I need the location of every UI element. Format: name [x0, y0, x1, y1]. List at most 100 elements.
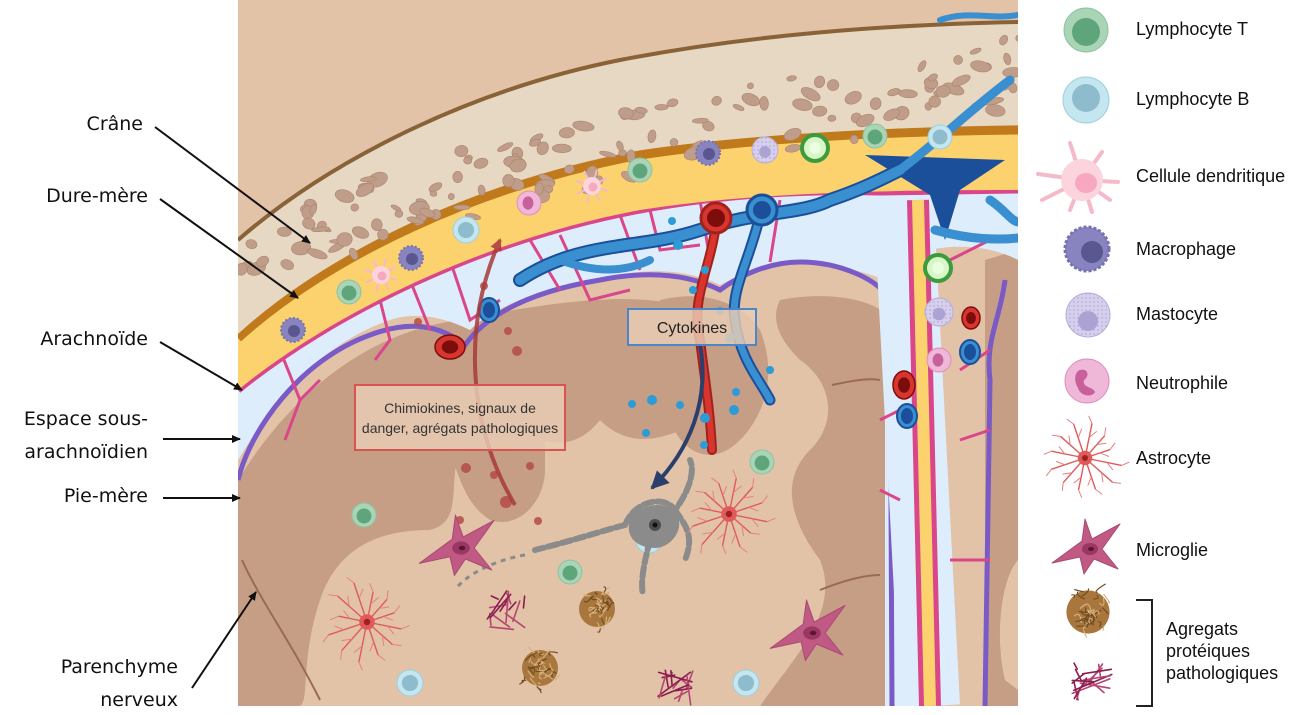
label-crane: Crâne — [87, 113, 143, 135]
vein-lumen — [753, 201, 771, 219]
cytokine-particle — [668, 217, 676, 225]
sulcus-line — [831, 378, 881, 386]
bone-spot — [429, 190, 438, 197]
bone-spot — [669, 138, 679, 147]
pointer-arachnoide — [159, 341, 243, 391]
t-lymphocyte — [627, 157, 653, 183]
cytokine-particle — [676, 401, 684, 409]
bone-spot — [454, 145, 469, 157]
astrocyte — [1043, 415, 1130, 498]
pointer-parenchyme — [191, 591, 257, 689]
bone-spot — [814, 75, 826, 88]
amyloid-aggregate — [519, 646, 561, 694]
mast-cell — [751, 136, 779, 164]
b-lymphocyte — [452, 216, 480, 244]
bone-spot — [350, 203, 359, 212]
chemokine-particle — [461, 463, 471, 473]
mast-cell-icon — [1065, 292, 1111, 338]
cytokines-label: Cytokines — [657, 320, 727, 337]
pia-mater — [238, 259, 895, 706]
bone-spot — [406, 216, 425, 225]
bone-spot — [1015, 34, 1018, 42]
legend-item-mastocyte: Mastocyte — [1065, 292, 1218, 338]
tau-aggregate — [486, 590, 526, 631]
bone-spot — [453, 204, 471, 211]
t-lymphocyte — [557, 559, 583, 585]
t-lymphocyte — [336, 279, 362, 305]
dendritic-cell — [575, 169, 609, 203]
legend-item-microglie: Microglie — [1051, 518, 1208, 575]
cytokine-arrow — [650, 344, 705, 490]
bridging-vein-lumen — [912, 199, 936, 706]
legend-background — [1018, 0, 1307, 715]
bone-spot — [349, 247, 359, 260]
cytokines-box — [627, 308, 757, 346]
bone-spot — [702, 120, 715, 132]
legend-label: Macrophage — [1136, 239, 1236, 259]
bone-spot — [245, 239, 258, 250]
gyrus-dark-left — [238, 299, 700, 706]
bone-spot — [792, 98, 813, 111]
legend-item-dendritic: Cellule dendritique — [1036, 141, 1285, 214]
legend-label: Lymphocyte T — [1136, 19, 1248, 39]
cytokine-particle — [766, 366, 774, 374]
bone-spot — [256, 255, 270, 267]
bone-spot — [280, 259, 294, 271]
microglia — [418, 514, 495, 576]
bone-spot — [311, 226, 330, 233]
bone-spot — [883, 108, 900, 121]
bone-spot — [711, 96, 722, 106]
cytokine-particle — [647, 395, 657, 405]
label-parenchyme-line2: nerveux — [100, 689, 178, 711]
bone-spot — [917, 60, 927, 73]
sulcus-line — [819, 574, 881, 591]
panel-bottom-edge — [238, 706, 1018, 715]
bone-spot — [360, 176, 377, 183]
astrocyte — [322, 576, 410, 671]
aggregates-line3: pathologiques — [1166, 663, 1278, 683]
bone-spot — [309, 203, 318, 216]
bone-spot — [1003, 52, 1012, 66]
label-parenchyme-line1: Parenchyme — [61, 656, 178, 678]
chemokine-particle — [414, 318, 422, 326]
bone-spot — [473, 157, 489, 169]
activated-t-lymphocyte — [923, 253, 953, 283]
dura-mater — [238, 130, 1018, 390]
cytokine-particle — [642, 429, 650, 437]
bone-spot — [887, 88, 901, 97]
bone-spot — [827, 79, 840, 91]
legend-item-astrocyte: Astrocyte — [1043, 415, 1211, 498]
chemokine-particle — [526, 462, 534, 470]
macrophage — [280, 317, 306, 343]
label-espace-line1: Espace sous- — [24, 408, 148, 430]
neutrophil — [516, 190, 542, 216]
bone-spot — [477, 184, 486, 196]
microglia — [1051, 518, 1121, 575]
amyloid-aggregate — [579, 586, 615, 633]
bone-spot — [371, 218, 383, 231]
chemokine-arrow — [472, 238, 517, 507]
bone-spot — [536, 141, 549, 156]
bone-spot — [812, 105, 828, 117]
degenerating-neuron — [453, 457, 695, 598]
label-dure-mere: Dure-mère — [46, 185, 148, 207]
bone-spot — [666, 98, 679, 108]
bone-spot — [277, 226, 292, 237]
chemokines-line1: Chimiokines, signaux de — [384, 400, 536, 416]
bone-spot — [634, 106, 648, 114]
neutrophil — [926, 347, 952, 373]
pointer-dure-mere — [159, 198, 299, 299]
vessel-section — [434, 334, 466, 360]
label-arachnoide: Arachnoïde — [40, 328, 148, 350]
vessel-section — [892, 370, 916, 400]
bone-spot — [238, 262, 248, 276]
amyloid-aggregate — [1066, 583, 1111, 638]
t-lymphocyte-icon — [1063, 7, 1109, 53]
bone-spot — [394, 209, 404, 218]
bone-spot — [692, 117, 709, 124]
bone-spot — [334, 189, 355, 203]
tau-aggregate — [1071, 662, 1113, 701]
bone-spot — [616, 140, 624, 152]
bone-spot — [759, 96, 769, 111]
